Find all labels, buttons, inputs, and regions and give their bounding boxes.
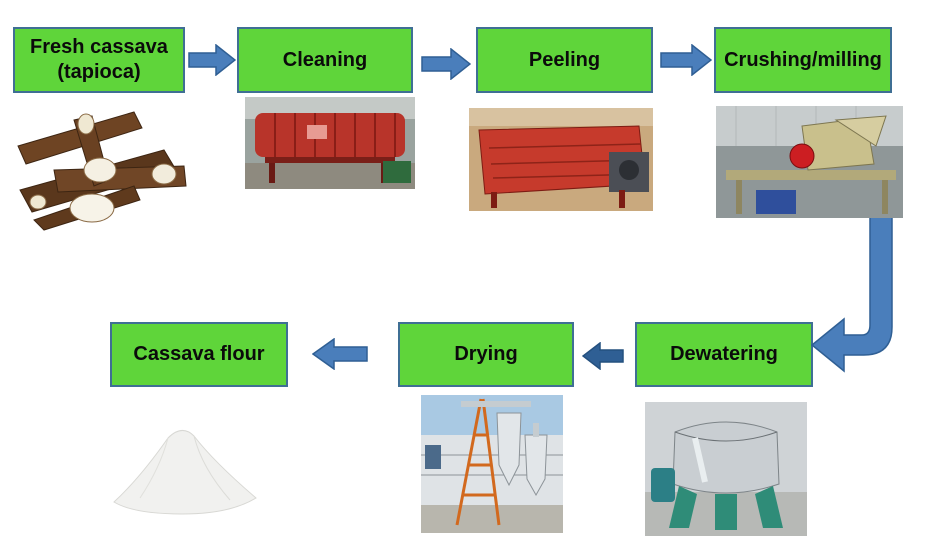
- step-dewatering: Dewatering: [635, 322, 813, 387]
- arrow-right-2: [421, 48, 471, 80]
- cassava-roots-photo: [14, 100, 192, 232]
- step-fresh-cassava: Fresh cassava (tapioca): [13, 27, 185, 93]
- arrow-curved-down: [810, 215, 895, 375]
- step-peeling-label: Peeling: [528, 48, 601, 71]
- cassava-flour-pile-photo: [110, 418, 260, 516]
- arrow-right-3: [660, 44, 712, 76]
- step-crushing-milling: Crushing/milling: [714, 27, 892, 93]
- dewatering-centrifuge-photo: [645, 402, 807, 536]
- step-cleaning: Cleaning: [237, 27, 413, 93]
- step-cassava-flour-label: Cassava flour: [133, 343, 265, 365]
- crushing-machine-photo: [716, 106, 903, 218]
- cleaning-machine-photo: [245, 97, 415, 189]
- step-dewatering-label: Dewatering: [670, 343, 778, 365]
- step-crushing-milling-label: Crushing/milling: [724, 48, 882, 71]
- drying-tower-photo: [421, 395, 563, 533]
- peeling-machine-photo: [469, 108, 653, 211]
- step-fresh-cassava-label: Fresh cassava (tapioca): [30, 36, 168, 83]
- step-cleaning-label: Cleaning: [282, 48, 368, 71]
- arrow-left-1: [582, 342, 624, 370]
- step-drying-label: Drying: [454, 343, 518, 365]
- arrow-right-1: [188, 44, 236, 76]
- step-drying: Drying: [398, 322, 574, 387]
- step-cassava-flour: Cassava flour: [110, 322, 288, 387]
- step-peeling: Peeling: [476, 27, 653, 93]
- arrow-left-2: [312, 338, 368, 370]
